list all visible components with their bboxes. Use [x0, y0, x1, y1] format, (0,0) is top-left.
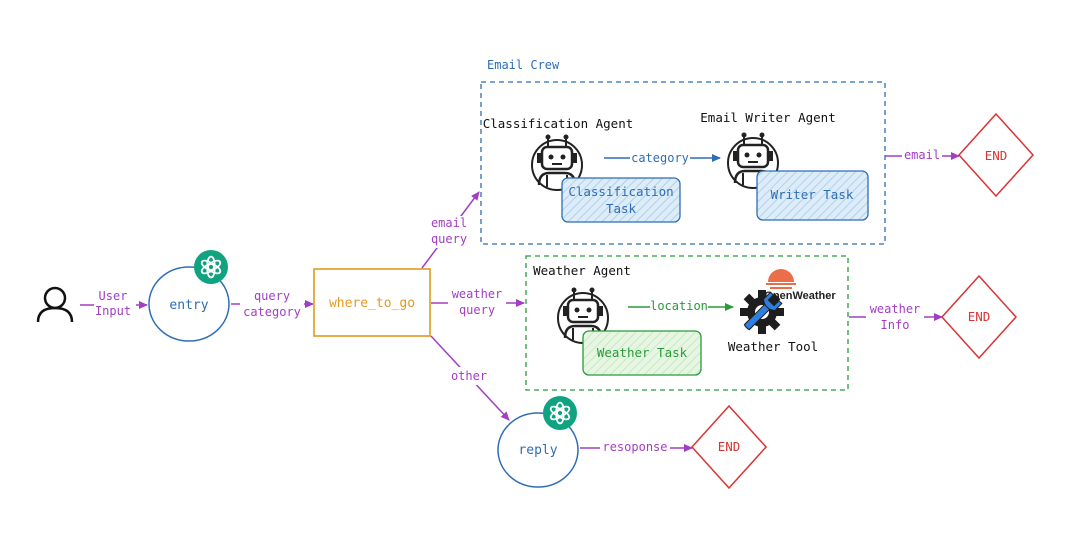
query-category-label-line1: query	[254, 289, 290, 303]
weather-query-label-line1: weather	[452, 287, 503, 301]
writer-task[interactable]: Writer Task	[756, 170, 869, 221]
openweather-brand: OpenWeather	[764, 290, 836, 302]
weather-tool-label: Weather Tool	[728, 339, 818, 354]
weather-container	[525, 255, 849, 391]
classification-task[interactable]: Classification Task	[561, 177, 681, 223]
openai-icon	[193, 249, 229, 285]
email-output-label: email	[904, 148, 940, 162]
email-query-label-line2: query	[431, 232, 467, 246]
end-label-reply: END	[718, 439, 741, 454]
end-label-weather: END	[968, 309, 991, 324]
entry-node[interactable]: entry	[148, 266, 230, 342]
entry-label: entry	[169, 298, 208, 313]
weather-agent-label: Weather Agent	[533, 263, 631, 278]
category-label: category	[631, 151, 689, 165]
classification-task-line1: Classification	[568, 184, 673, 199]
reply-label: reply	[518, 443, 557, 458]
end-node-reply[interactable]: END	[690, 404, 768, 490]
weather-task[interactable]: Weather Task	[582, 330, 702, 376]
end-label-email: END	[985, 148, 1008, 163]
resoponse-label: resoponse	[602, 440, 667, 454]
user-input-label-line2: Input	[95, 304, 131, 318]
query-category-label-line2: category	[243, 305, 301, 319]
user-input-label-line1: User	[99, 289, 128, 303]
weather-task-label: Weather Task	[597, 345, 688, 360]
openai-icon-reply	[542, 395, 578, 431]
user-icon	[36, 286, 74, 323]
gear-wrench-icon	[740, 290, 784, 334]
end-node-weather[interactable]: END	[940, 274, 1018, 360]
email-crew-title: Email Crew	[487, 58, 560, 72]
classification-agent-label: Classification Agent	[483, 116, 634, 131]
email-query-label-line1: email	[431, 216, 467, 230]
openweather-logo-icon	[766, 269, 796, 289]
end-node-email[interactable]: END	[957, 112, 1035, 198]
email-crew-container	[480, 81, 886, 245]
classification-task-line2: Task	[606, 201, 637, 216]
weather-info-label-line2: Info	[881, 318, 910, 332]
where-to-go-label: where_to_go	[329, 296, 415, 311]
location-label: location	[650, 299, 708, 313]
weather-info-label-line1: weather	[870, 302, 921, 316]
other-label: other	[451, 369, 487, 383]
reply-node[interactable]: reply	[497, 412, 579, 488]
writer-task-label: Writer Task	[771, 187, 854, 202]
weather-query-label-line2: query	[459, 303, 495, 317]
email-writer-agent-label: Email Writer Agent	[700, 110, 835, 125]
where-to-go-node[interactable]: where_to_go	[313, 268, 431, 337]
